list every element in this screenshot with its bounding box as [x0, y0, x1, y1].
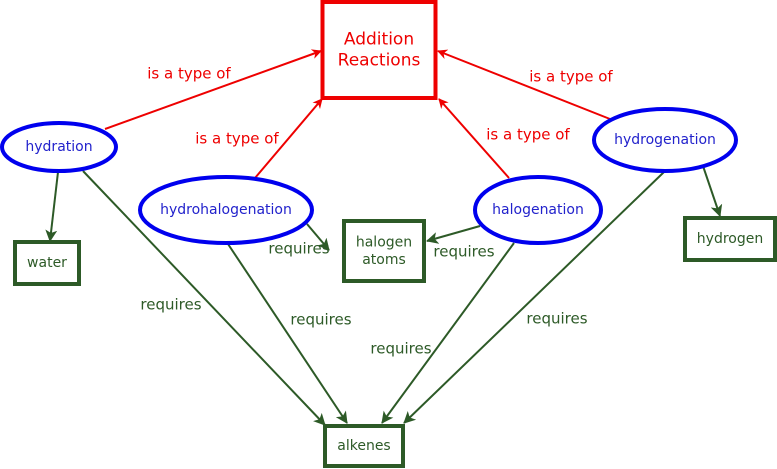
- node-label: halogen: [356, 234, 412, 250]
- node-hydrogenation[interactable]: hydrogenation: [592, 107, 738, 173]
- node-box: [323, 424, 405, 468]
- edge-label: is a type of: [195, 130, 279, 148]
- edge-label: is a type of: [147, 65, 231, 83]
- edge-hydration-to-addition: [104, 49, 322, 130]
- node-ellipse: [0, 121, 118, 173]
- edge-label: requires: [140, 296, 201, 314]
- node-hydrogen[interactable]: hydrogen: [683, 216, 777, 262]
- edge-halogenation-to-addition: [438, 98, 510, 179]
- edge-halogenation-to-halogen_atoms: [426, 225, 481, 244]
- edge-hydrogenation-to-addition: [437, 49, 611, 120]
- node-label: hydration: [25, 139, 92, 155]
- node-halogenation[interactable]: halogenation: [473, 175, 603, 245]
- edge-label: is a type of: [529, 68, 613, 86]
- node-label: hydrogen: [697, 231, 763, 247]
- node-box: [13, 240, 81, 286]
- node-box: [342, 219, 426, 283]
- node-ellipse: [473, 175, 603, 245]
- edge-label: requires: [268, 240, 329, 258]
- node-ellipse: [592, 107, 738, 173]
- node-label: hydrohalogenation: [160, 202, 292, 218]
- node-label: water: [27, 255, 67, 271]
- node-alkenes[interactable]: alkenes: [323, 424, 405, 468]
- node-label: Reactions: [338, 51, 421, 71]
- edge-label: is a type of: [486, 126, 570, 144]
- node-hydrohalogenation[interactable]: hydrohalogenation: [138, 175, 314, 245]
- edge-hydrogenation-to-alkenes: [403, 171, 665, 424]
- edge-hydration-to-water: [45, 171, 59, 242]
- node-box: [320, 0, 438, 100]
- edge-hydrogenation-to-hydrogen: [702, 165, 723, 217]
- node-label: halogenation: [492, 202, 584, 218]
- node-label: alkenes: [337, 438, 390, 454]
- edge-hydration-to-alkenes: [82, 170, 326, 426]
- edge-halogenation-to-alkenes: [381, 242, 515, 424]
- node-label: atoms: [362, 252, 406, 268]
- node-box: [683, 216, 777, 262]
- edge-hydrohalogenation-to-alkenes: [227, 243, 348, 424]
- edge-hydrohalogenation-to-addition: [254, 98, 323, 179]
- edge-label: requires: [370, 340, 431, 358]
- node-label: Addition: [344, 29, 414, 49]
- node-label: hydrogenation: [614, 132, 716, 148]
- edge-label: requires: [433, 243, 494, 261]
- edge-hydrohalogenation-to-halogen_atoms: [306, 223, 330, 251]
- node-water[interactable]: water: [13, 240, 81, 286]
- edge-label: requires: [526, 310, 587, 328]
- node-hydration[interactable]: hydration: [0, 121, 118, 173]
- edge-label: requires: [290, 311, 351, 329]
- node-halogen-atoms[interactable]: halogen atoms: [342, 219, 426, 283]
- node-ellipse: [138, 175, 314, 245]
